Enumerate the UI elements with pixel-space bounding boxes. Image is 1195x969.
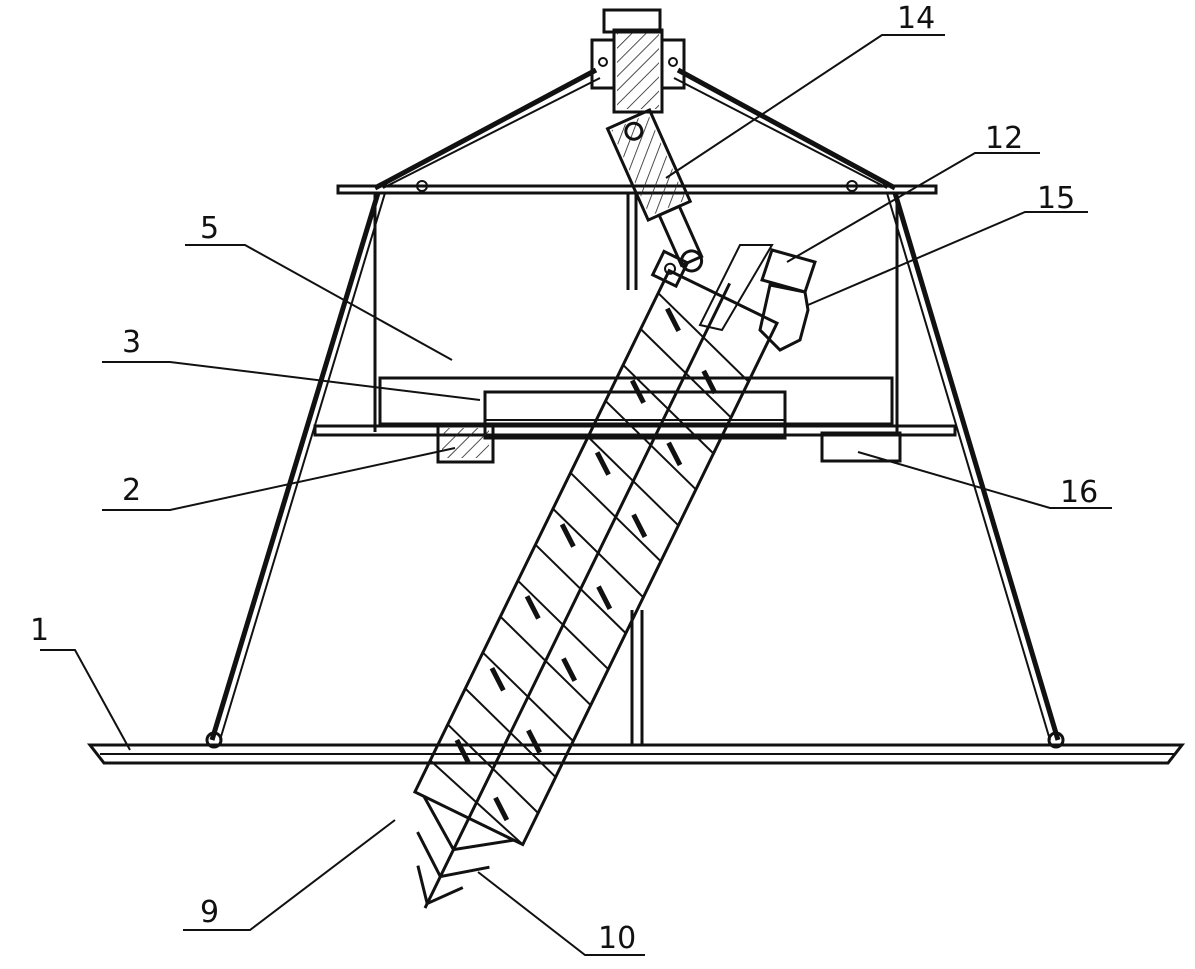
hydraulic-cylinder xyxy=(605,108,704,273)
frame-legs xyxy=(205,192,1065,749)
plate-12 xyxy=(698,244,817,332)
label-12: 12 xyxy=(985,121,1023,156)
block-16 xyxy=(820,431,902,463)
part-labels: 1 2 3 5 9 10 12 14 15 16 xyxy=(30,1,1098,956)
label-5: 5 xyxy=(200,211,219,246)
label-2: 2 xyxy=(122,473,141,508)
hopper-box xyxy=(313,193,957,437)
label-16: 16 xyxy=(1060,475,1098,510)
label-10: 10 xyxy=(598,921,636,956)
support-post xyxy=(626,193,644,745)
slide-rail xyxy=(483,390,787,440)
label-15: 15 xyxy=(1037,181,1075,216)
auger-flights xyxy=(429,292,750,846)
label-14: 14 xyxy=(897,1,935,36)
leader-lines xyxy=(40,34,1112,956)
upper-frame xyxy=(373,67,897,191)
auger-assembly xyxy=(412,249,780,909)
motor-block xyxy=(436,422,495,464)
base-plate xyxy=(86,743,1186,765)
label-9: 9 xyxy=(200,895,219,930)
label-1: 1 xyxy=(30,613,49,648)
top-hinge xyxy=(590,8,686,114)
hook-15 xyxy=(758,283,810,352)
label-3: 3 xyxy=(122,325,141,360)
